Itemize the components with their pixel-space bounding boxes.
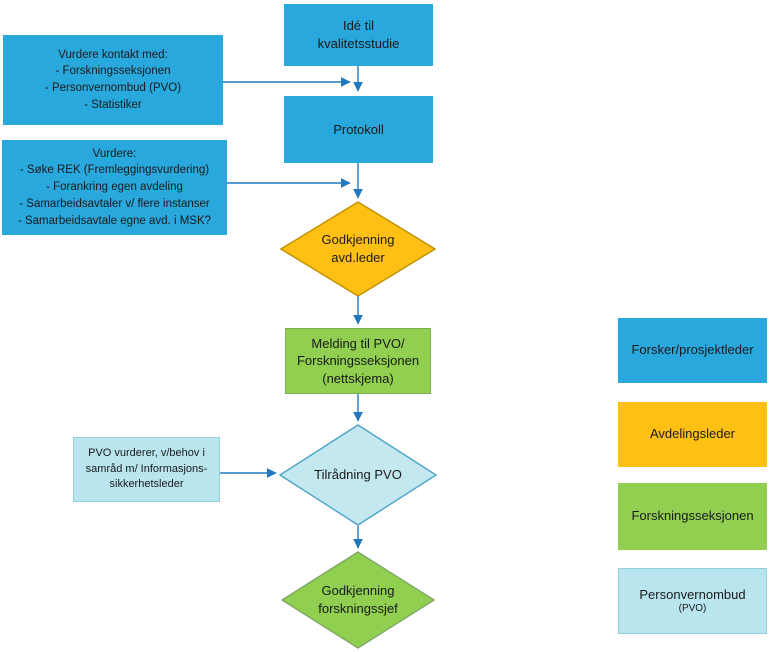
legend-label: Avdelingsleder [649, 426, 736, 442]
note-vurdere: Vurdere: - Søke REK (Fremleggingsvurderi… [2, 140, 227, 235]
legend-label: Forskningsseksjonen [631, 508, 754, 524]
legend-item-forskningsseksjonen: Forskningsseksjonen [618, 483, 767, 550]
legend-label: Forsker/prosjektleder [631, 342, 754, 358]
flow-step-protokoll: Protokoll [284, 96, 433, 163]
legend-item-personvernombud: Personvernombud (PVO) [618, 568, 767, 634]
decision-forskningssjef-diamond [280, 551, 436, 649]
flow-step-idea: Idé til kvalitetsstudie [284, 4, 433, 66]
decision-tilradning-diamond [278, 424, 438, 526]
note-pvo-vurderer: PVO vurderer, v/behov i samråd m/ Inform… [73, 437, 220, 502]
flow-step-melding: Melding til PVO/ Forskningsseksjonen (ne… [285, 328, 431, 394]
legend-label: Personvernombud [639, 586, 746, 602]
legend-sublabel: (PVO) [678, 603, 707, 615]
legend-item-forsker-prosjektleder: Forsker/prosjektleder [618, 318, 767, 383]
flow-decision-forskningssjef-label: Godkjenning forskningssjef [318, 583, 398, 616]
legend-item-avdelingsleder: Avdelingsleder [618, 402, 767, 467]
flow-decision-tilradning-label: Tilrådning PVO [314, 467, 402, 483]
note-vurdere-kontakt: Vurdere kontakt med: - Forskningsseksjon… [3, 35, 223, 125]
flow-decision-avdleder-label: Godkjenning avd.leder [321, 232, 395, 265]
